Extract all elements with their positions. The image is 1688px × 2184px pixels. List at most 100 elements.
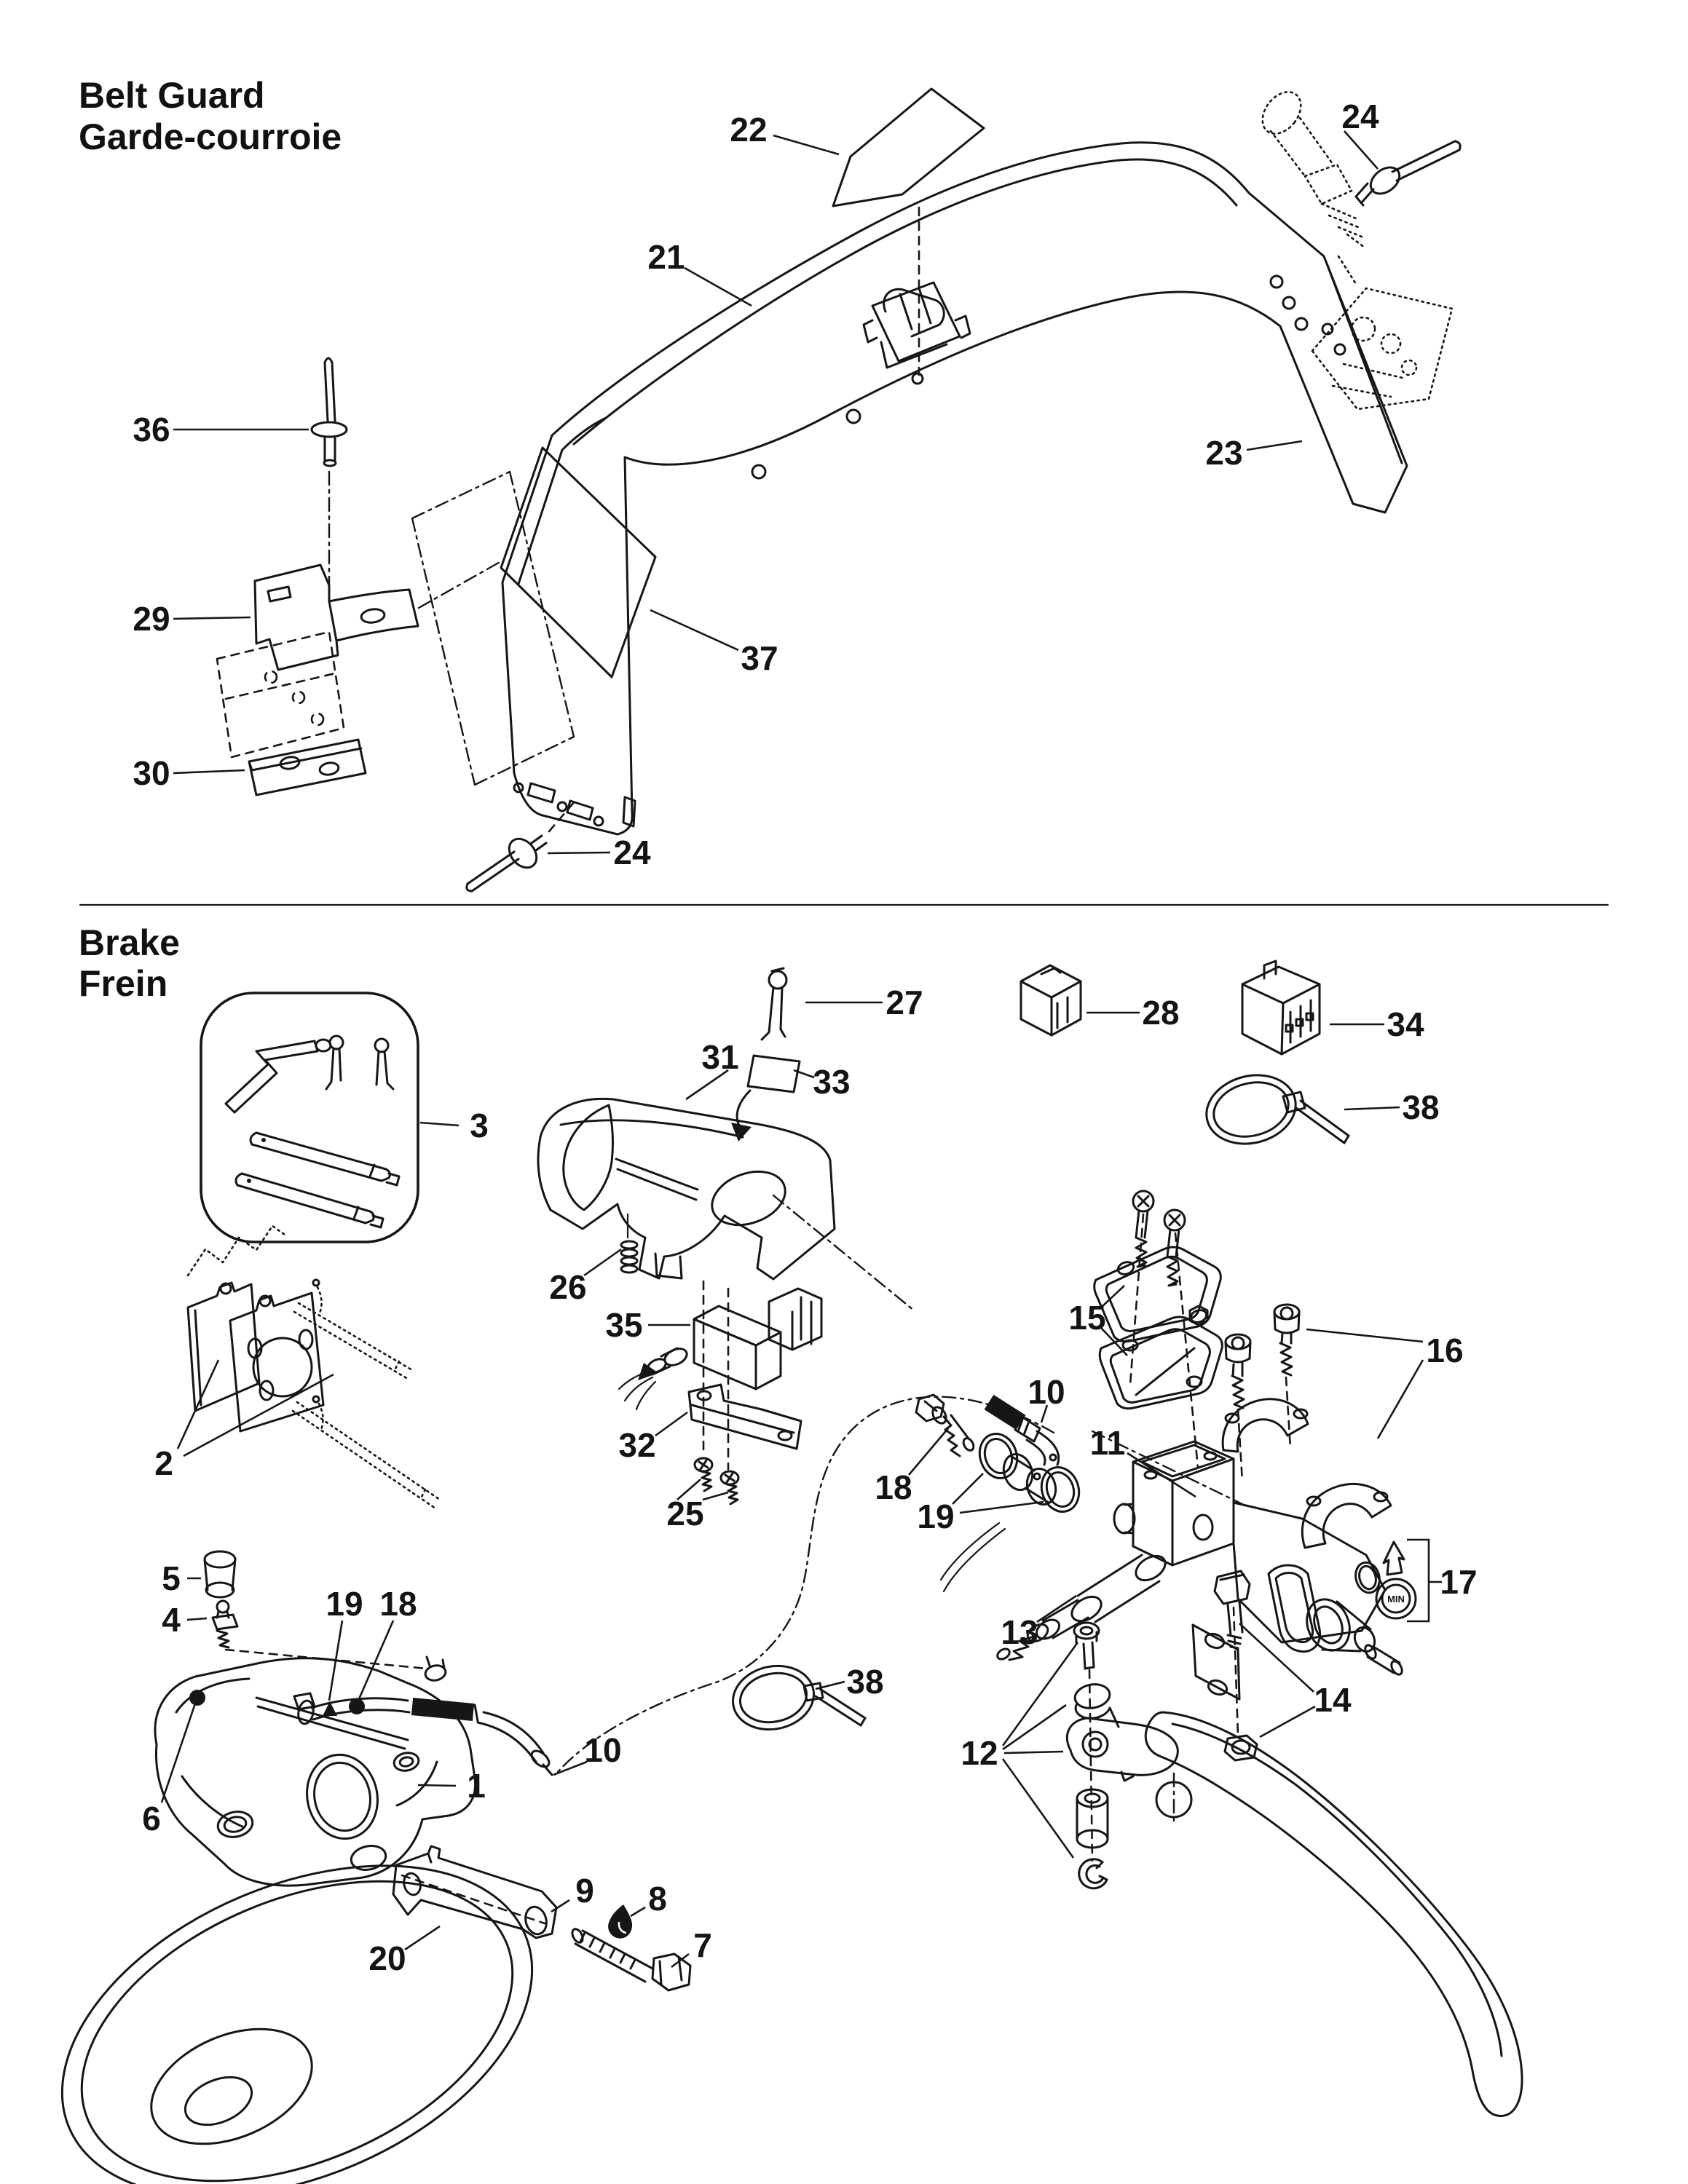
brake-hose-10-left: [293, 1692, 553, 1776]
callout-leader-38: [815, 1680, 845, 1690]
callout-leader-12: [1003, 1750, 1064, 1754]
callout-leader-12: [1001, 1758, 1075, 1859]
callout-leader-21: [684, 266, 752, 307]
callout-leader-30: [173, 769, 245, 775]
brake-pads-2: [186, 1224, 441, 1510]
callout-18-38: 18: [379, 1585, 417, 1623]
callout-leader-12: [1001, 1642, 1079, 1746]
callout-18-25: 18: [875, 1468, 912, 1506]
decal-37: [500, 446, 657, 678]
cover-screws-15: [1129, 1190, 1199, 1469]
cable-tie-38-left: [731, 1664, 867, 1731]
callout-leader-19: [328, 1620, 344, 1701]
callout-leader-13: [1036, 1594, 1077, 1623]
pad-slider-9: [392, 1845, 558, 1939]
callout-leader-8: [630, 1906, 646, 1918]
callout-leader-15: [1100, 1285, 1125, 1308]
callout-leader-26: [583, 1248, 622, 1277]
piston-assembly-13: [939, 1522, 1167, 1661]
callout-30-6: 30: [133, 754, 170, 792]
brake-title-fr: Frein: [79, 963, 167, 1004]
callout-leader-19: [959, 1500, 1044, 1514]
callout-28-11: 28: [1142, 994, 1179, 1032]
brake-lever: [1144, 1711, 1523, 2117]
belt-guard-outline: [501, 141, 1408, 836]
callout-leader-15: [1100, 1327, 1128, 1356]
cable-tie-38-right: [1205, 1074, 1350, 1145]
callout-17-27: 17: [1440, 1563, 1477, 1601]
switch-bracket-32: [687, 1383, 802, 1450]
callout-14-29: 14: [1314, 1681, 1352, 1719]
callout-leader-22: [773, 134, 840, 156]
callout-leader-1: [417, 1784, 457, 1787]
dust-cap-5: [203, 1550, 237, 1599]
callout-leader-11: [1127, 1452, 1196, 1498]
callout-leader-32: [655, 1411, 688, 1437]
callout-leader-23: [1246, 440, 1303, 451]
callout-9-39: 9: [575, 1872, 594, 1910]
callout-38-31: 38: [846, 1663, 883, 1701]
callout-leader-18: [908, 1428, 949, 1476]
clamp-bolts-16: [1224, 1303, 1301, 1483]
callout-leader-12: [1002, 1704, 1067, 1751]
callout-leader-6: [160, 1703, 197, 1803]
callout-24-1: 24: [1341, 98, 1379, 135]
callout-10-32: 10: [584, 1731, 621, 1769]
reservoir-gasket-15: [1098, 1315, 1223, 1410]
callout-21-2: 21: [647, 238, 685, 276]
cap-kit-17: [1306, 1540, 1417, 1676]
callout-8-40: 8: [648, 1880, 667, 1918]
callout-5-35: 5: [162, 1559, 181, 1597]
callout-leader-20: [404, 1925, 441, 1951]
spark-plug-phantom: [1261, 91, 1366, 285]
callout-leader-14: [1239, 1623, 1314, 1693]
callout-leader-2: [176, 1359, 220, 1449]
callout-2-20: 2: [154, 1444, 173, 1482]
hose-routing-phantom: [556, 1396, 1055, 1773]
spring-26: [620, 1213, 639, 1274]
cotter-pin-27: [760, 967, 788, 1041]
callout-3-9: 3: [470, 1107, 489, 1144]
callout-24-7: 24: [613, 834, 651, 871]
lever-pivot-parts-12: [1065, 1621, 1179, 1890]
callout-19-26: 19: [917, 1497, 954, 1535]
callout-leader-2: [183, 1373, 334, 1457]
brake-disc-20: [60, 1864, 534, 2184]
callout-12-30: 12: [961, 1734, 998, 1772]
callout-19-37: 19: [326, 1585, 363, 1623]
connector-28: [1019, 964, 1082, 1037]
callout-leader-4: [186, 1617, 208, 1621]
callout-leader-25: [702, 1491, 729, 1501]
decal-22: [832, 87, 985, 376]
callout-leader-33: [793, 1069, 815, 1079]
callout-20-42: 20: [368, 1939, 406, 1977]
callout-leader-25: [677, 1479, 701, 1500]
callout-11-24: 11: [1090, 1424, 1126, 1462]
callout-32-18: 32: [618, 1426, 655, 1464]
callout-leader-7: [671, 1952, 690, 1969]
callout-6-34: 6: [142, 1800, 161, 1837]
mount-bolt-7: [571, 1928, 692, 1992]
callout-29-5: 29: [133, 600, 170, 638]
callout-leader-37: [650, 609, 739, 652]
master-cylinder-body-11: [1091, 1430, 1387, 1653]
brake-title-en: Brake: [79, 922, 180, 963]
handlebar-clamps: [1221, 1398, 1392, 1549]
callout-35-17: 35: [605, 1306, 642, 1344]
callout-16-22: 16: [1426, 1332, 1463, 1369]
rivet-36: [310, 357, 348, 588]
callout-leader-18: [357, 1620, 395, 1701]
callout-37-8: 37: [741, 639, 778, 677]
callout-leader-24: [547, 851, 611, 855]
rivet-24-top: [1354, 140, 1462, 207]
callout-26-16: 26: [549, 1268, 586, 1306]
callout-36-4: 36: [133, 411, 170, 448]
kit-box-3: [200, 992, 419, 1243]
belt-guard-title-en: Belt Guard: [79, 75, 265, 116]
callout-leader-10: [1040, 1404, 1049, 1423]
callout-leader-19: [952, 1473, 984, 1505]
callout-13-28: 13: [1001, 1613, 1038, 1651]
